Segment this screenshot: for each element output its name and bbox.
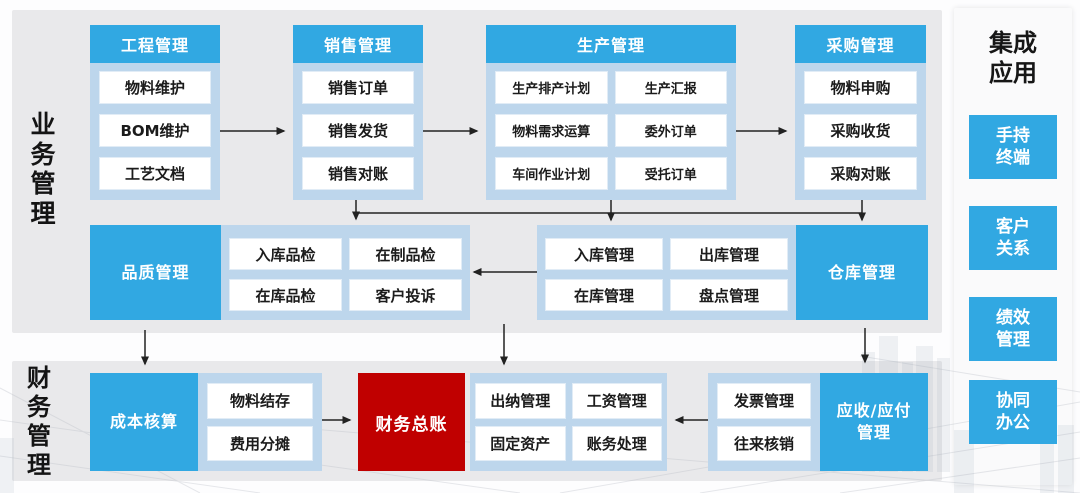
group-warehouse-title-block: 仓库管理 [796, 225, 928, 320]
flow-node: 入库品检 [229, 238, 342, 270]
flow-node: 出纳管理 [475, 383, 566, 419]
flow-node: 出库管理 [670, 238, 788, 270]
group-engineering-header: 工程管理 [90, 25, 220, 63]
flow-node: 工艺文档 [99, 157, 211, 190]
group-sales-items: 销售订单 销售发货 销售对账 [293, 63, 423, 190]
group-cost-title-block: 成本核算 [90, 373, 198, 471]
business-section-label: 业 务 管 理 [30, 110, 56, 228]
flow-node: 销售订单 [302, 71, 414, 104]
flow-node: 车间作业计划 [495, 157, 608, 190]
flow-node: 盘点管理 [670, 279, 788, 311]
integration-box-crm: 客户 关系 [969, 206, 1057, 270]
flow-node: 物料需求运算 [495, 114, 608, 147]
flow-node: 采购收货 [804, 114, 917, 147]
flow-node: 物料维护 [99, 71, 211, 104]
flow-node: 工资管理 [571, 383, 662, 419]
flow-node: 发票管理 [717, 383, 811, 419]
group-quality: 品质管理 入库品检 在制品检 在库品检 客户投诉 [90, 225, 470, 320]
flow-node: 在制品检 [349, 238, 462, 270]
group-ar-ap: 发票管理 往来核销 应收/应付 管理 [708, 373, 928, 471]
group-purchasing-items: 物料申购 采购收货 采购对账 [795, 63, 926, 190]
general-ledger-block: 财务总账 [358, 373, 465, 471]
flow-node: 在库品检 [229, 279, 342, 311]
flow-node: 委外订单 [614, 114, 727, 147]
group-purchasing-header: 采购管理 [795, 25, 926, 63]
group-warehouse: 入库管理 出库管理 在库管理 盘点管理 仓库管理 [537, 225, 928, 320]
group-ar-ap-items: 发票管理 往来核销 [708, 373, 820, 471]
flow-node: 在库管理 [545, 279, 663, 311]
flow-node: 物料结存 [207, 383, 313, 419]
group-sales: 销售管理 销售订单 销售发货 销售对账 [293, 25, 423, 200]
group-warehouse-items: 入库管理 出库管理 在库管理 盘点管理 [537, 225, 796, 320]
group-production-header: 生产管理 [486, 25, 736, 63]
flow-node: 固定资产 [475, 425, 566, 461]
group-quality-title-block: 品质管理 [90, 225, 221, 320]
flow-node: BOM维护 [99, 114, 211, 147]
flow-node: 销售对账 [302, 157, 414, 190]
flow-node: 入库管理 [545, 238, 663, 270]
flow-node: 生产汇报 [614, 71, 727, 104]
integration-box-collaboration: 协同 办公 [969, 380, 1057, 444]
integration-title: 集成 应用 [989, 29, 1037, 87]
group-quality-items: 入库品检 在制品检 在库品检 客户投诉 [221, 225, 470, 320]
group-cost-items: 物料结存 费用分摊 [198, 373, 322, 471]
flow-node: 物料申购 [804, 71, 917, 104]
group-cost-accounting: 成本核算 物料结存 费用分摊 [90, 373, 322, 471]
group-ar-ap-title-block: 应收/应付 管理 [820, 373, 928, 471]
flow-node: 往来核销 [717, 425, 811, 461]
integration-box-handheld: 手持 终端 [969, 115, 1057, 179]
finance-section-label: 财 务 管 理 [27, 364, 51, 479]
flow-node: 费用分摊 [207, 425, 313, 461]
group-engineering: 工程管理 物料维护 BOM维护 工艺文档 [90, 25, 220, 200]
flow-node: 账务处理 [571, 425, 662, 461]
flow-node: 采购对账 [804, 157, 917, 190]
group-finance-operations: 出纳管理 工资管理 固定资产 账务处理 [470, 373, 667, 471]
flow-node: 生产排产计划 [495, 71, 608, 104]
group-engineering-items: 物料维护 BOM维护 工艺文档 [90, 63, 220, 190]
flow-node: 客户投诉 [349, 279, 462, 311]
group-production-items: 生产排产计划 生产汇报 物料需求运算 委外订单 车间作业计划 受托订单 [486, 63, 736, 190]
integration-box-performance: 绩效 管理 [969, 297, 1057, 361]
flow-node: 销售发货 [302, 114, 414, 147]
group-sales-header: 销售管理 [293, 25, 423, 63]
flow-node: 受托订单 [614, 157, 727, 190]
group-production: 生产管理 生产排产计划 生产汇报 物料需求运算 委外订单 车间作业计划 受托订单 [486, 25, 736, 200]
group-purchasing: 采购管理 物料申购 采购收货 采购对账 [795, 25, 926, 200]
